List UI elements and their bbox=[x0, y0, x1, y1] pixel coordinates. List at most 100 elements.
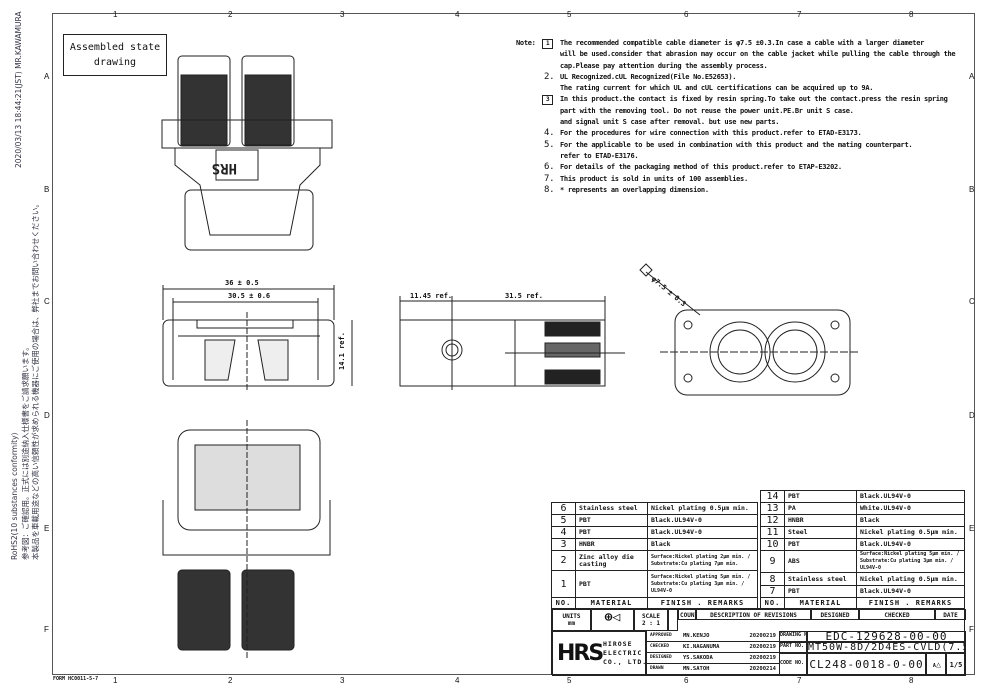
projection-symbol-icon: ⊕◁ bbox=[591, 609, 634, 631]
rear-view bbox=[639, 263, 860, 396]
count-label: COUNT bbox=[678, 609, 696, 620]
part-no: 8 bbox=[760, 572, 785, 586]
embossed-logo: HRS bbox=[212, 160, 237, 176]
part-no: 14 bbox=[760, 490, 785, 503]
scale-value: 2 : 1 bbox=[641, 620, 661, 627]
hrs-logo: HRS bbox=[557, 641, 604, 666]
part-no: 9 bbox=[760, 550, 785, 573]
company-name-line: HIROSE bbox=[603, 640, 633, 648]
dim-overall-width: 36 ± 0.5 bbox=[225, 279, 259, 287]
dim-inner-width: 30.5 ± 0.6 bbox=[228, 292, 271, 300]
note-line: The rating current for which UL and cUL … bbox=[516, 83, 955, 94]
column-label: 4 bbox=[455, 676, 460, 685]
row-label: A bbox=[44, 72, 50, 81]
part-material: HNBR bbox=[575, 538, 648, 551]
row-label: B bbox=[44, 185, 50, 194]
approval-role: DRAWN bbox=[650, 666, 664, 671]
header-no: NO. bbox=[760, 597, 785, 609]
part-material: PA bbox=[784, 502, 857, 515]
dim-height: 14.1 ref. bbox=[338, 332, 346, 370]
part-no: 6 bbox=[551, 502, 576, 515]
note-number: 8. bbox=[544, 184, 555, 195]
approval-name: MN.SATOH bbox=[683, 666, 710, 672]
part-no: 4 bbox=[551, 526, 576, 539]
header-no: NO. bbox=[551, 597, 576, 609]
column-label: 2 bbox=[228, 10, 233, 19]
column-label: 4 bbox=[455, 10, 460, 19]
part-finish: Surface:Nickel plating 2μm min. / Substr… bbox=[647, 550, 758, 571]
part-no: 10 bbox=[760, 538, 785, 551]
approval-role: APPROVED bbox=[650, 633, 672, 638]
note-number: 1 bbox=[542, 39, 554, 49]
note-line: 2. UL Recognized.cUL Recognized(File No.E… bbox=[516, 72, 955, 83]
note-line: cap.Please pay attention during the asse… bbox=[516, 61, 955, 72]
approval-role: CHECKED bbox=[650, 644, 669, 649]
units-label: UNITS bbox=[562, 613, 581, 620]
note-text: will be used.consider that abrasion may … bbox=[560, 50, 956, 59]
note-number: 6. bbox=[544, 162, 555, 173]
dim-side-right: 31.5 ref. bbox=[505, 292, 543, 300]
note-text: UL Recognized.cUL Recognized(File No.E52… bbox=[560, 72, 737, 81]
part-finish: Black.UL94V-0 bbox=[647, 526, 758, 539]
drawing-no: EDC-129628-00-00 bbox=[807, 631, 966, 642]
row-label: C bbox=[44, 297, 50, 306]
part-no: 11 bbox=[760, 526, 785, 539]
row-label: D bbox=[969, 411, 975, 420]
part-no: 2 bbox=[551, 550, 576, 571]
approval-date: 20200219 bbox=[749, 644, 777, 650]
note-line: and signal unit S case after removal. bu… bbox=[516, 117, 955, 128]
header-finish: FINISH . REMARKS bbox=[856, 597, 965, 609]
part-no: 12 bbox=[760, 514, 785, 527]
note-number: 7. bbox=[544, 173, 555, 184]
sheet-number: 1/5 bbox=[946, 653, 966, 676]
part-finish: White.UL94V-0 bbox=[856, 502, 965, 515]
note-number: 5. bbox=[544, 139, 555, 150]
note-line: 8.* represents an overlapping dimension. bbox=[516, 185, 955, 196]
header-material: MATERIAL bbox=[784, 597, 857, 609]
part-material: PBT bbox=[575, 514, 648, 527]
company-name-line: ELECTRIC bbox=[603, 649, 643, 657]
part-material: ABS bbox=[784, 550, 857, 573]
bottom-view bbox=[162, 420, 331, 660]
column-label: 7 bbox=[797, 10, 802, 19]
note-text: For details of the packaging method of t… bbox=[560, 163, 842, 172]
approval-name: MN.KENJO bbox=[683, 633, 710, 639]
company-name-line: CO., LTD. bbox=[603, 658, 646, 666]
column-label: 1 bbox=[113, 676, 118, 685]
drawing-no-label: DRAWING NO. bbox=[779, 631, 807, 642]
part-no: MT50W-8D/2D4ES-CVLD(7.5) bbox=[807, 642, 966, 653]
note-line: 7.This product is sold in units of 100 a… bbox=[516, 174, 955, 185]
approval-name: KI.NAGANUMA bbox=[683, 644, 720, 650]
title-line-2: drawing bbox=[93, 57, 137, 68]
part-material: PBT bbox=[575, 570, 648, 598]
note-number: 2. bbox=[544, 71, 555, 82]
part-no: 1 bbox=[551, 570, 576, 598]
code-no: CL248-0018-0-00 bbox=[807, 653, 926, 676]
row-label: F bbox=[969, 625, 974, 634]
column-label: 5 bbox=[567, 676, 572, 685]
part-no-label: PART NO. bbox=[779, 642, 807, 653]
part-finish: Black.UL94V-0 bbox=[856, 585, 965, 598]
column-label: 2 bbox=[228, 676, 233, 685]
dim-side-left: 11.45 ref. bbox=[410, 292, 453, 300]
row-label: D bbox=[44, 411, 50, 420]
part-no: 3 bbox=[551, 538, 576, 551]
revision-desc-label: DESCRIPTION OF REVISIONS bbox=[696, 609, 811, 620]
part-material: Stainless steel bbox=[575, 502, 648, 515]
column-label: 1 bbox=[113, 10, 118, 19]
part-finish: Black bbox=[647, 538, 758, 551]
part-material: PBT bbox=[784, 538, 857, 551]
part-material: HNBR bbox=[784, 514, 857, 527]
